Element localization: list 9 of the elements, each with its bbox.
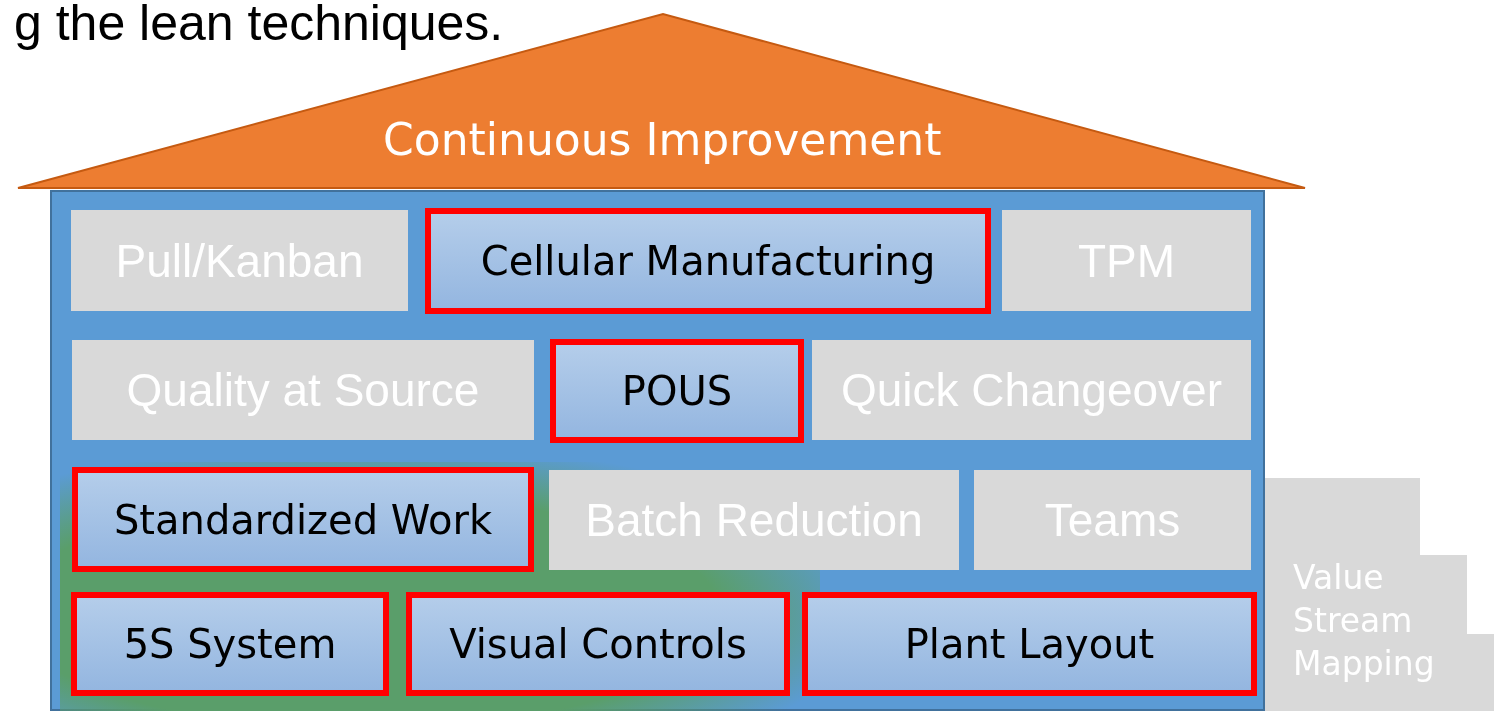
highlighted-technique: Standardized Work	[72, 467, 534, 572]
house-body	[50, 190, 1265, 711]
roof-label: Continuous Improvement	[383, 114, 942, 165]
highlighted-technique: POUS	[550, 339, 804, 443]
highlighted-technique: Plant Layout	[802, 592, 1257, 696]
highlighted-technique: 5S System	[71, 592, 389, 696]
highlighted-technique: Visual Controls	[406, 592, 790, 696]
highlighted-technique: Cellular Manufacturing	[425, 208, 991, 314]
heading-text: g the lean techniques.	[14, 0, 504, 52]
